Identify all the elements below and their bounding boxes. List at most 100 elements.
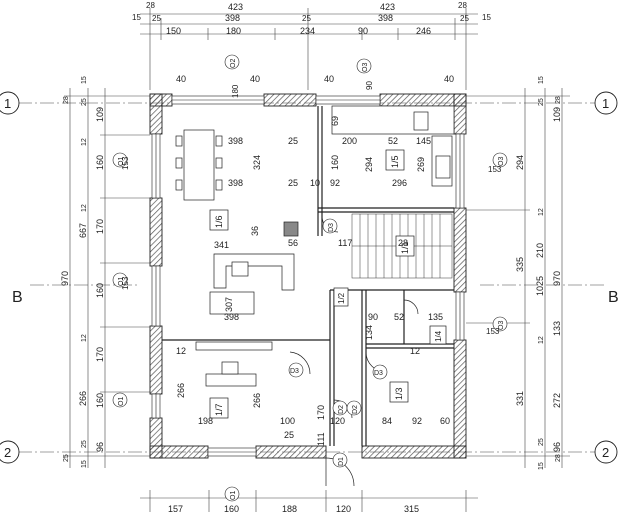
- window-tag: O1: [118, 397, 125, 406]
- inner-dim: 398: [228, 178, 243, 188]
- top-dim-edge-3: 15: [132, 13, 141, 22]
- inner-dim: 294: [364, 157, 374, 172]
- right-small-4: 12: [538, 208, 545, 216]
- inner-dim: 134: [364, 325, 374, 340]
- right-small-8: 15: [538, 462, 545, 470]
- right-small-3: 28: [555, 96, 562, 104]
- inner-dim: 25: [284, 430, 294, 440]
- left-outer-3: 170: [95, 219, 105, 234]
- right-col3-3: 133: [552, 321, 562, 336]
- axis-marker-bottom-right: 2: [594, 440, 618, 464]
- sink: [435, 155, 451, 179]
- top-dim-edge-1: 28: [146, 1, 155, 10]
- left-col2-2: 970: [60, 271, 70, 286]
- room-label-1-3: 1/3: [394, 387, 404, 400]
- wall-left-3: [149, 325, 163, 395]
- inner-dim: 266: [252, 393, 262, 408]
- top-dim-left-total: 423: [228, 2, 243, 12]
- inner-dim: 90: [368, 312, 378, 322]
- door-tag: D3: [328, 223, 335, 232]
- left-small-2: 15: [81, 76, 88, 84]
- inner-dim: 398: [228, 136, 243, 146]
- wall-right-3: [453, 339, 467, 459]
- room-label-1-4: 1/4: [434, 330, 443, 342]
- inner-dim: 111: [316, 432, 326, 446]
- top-dim-row3-4: 90: [358, 26, 368, 36]
- left-col2-3: 266: [78, 391, 88, 406]
- dining-table: [175, 129, 223, 201]
- inner-dim: 40: [176, 74, 186, 84]
- room-label-1-6: 1/6: [214, 215, 224, 228]
- top-dim-row2-2: 398: [225, 13, 240, 23]
- top-dim-row3-2: 180: [226, 26, 241, 36]
- inner-dim: 52: [394, 312, 404, 322]
- window-tag: O3: [498, 157, 505, 166]
- window-tag: O3: [498, 321, 505, 330]
- inner-dim: 266: [176, 383, 186, 398]
- right-small-1: 15: [538, 76, 545, 84]
- right-dimension-chains: [466, 88, 570, 468]
- left-small-7: 25: [81, 440, 88, 448]
- wall-right-1: [453, 93, 467, 135]
- right-col1-1: 294: [515, 155, 525, 170]
- left-outer-6: 160: [95, 393, 105, 408]
- left-outer-2: 160: [95, 155, 105, 170]
- inner-dim: 56: [288, 238, 298, 248]
- left-col2-1: 667: [78, 223, 88, 238]
- inner-dim: 398: [224, 312, 239, 322]
- left-outer-5: 170: [95, 347, 105, 362]
- top-dim-row2-4: 398: [378, 13, 393, 23]
- room-label-1-5: 1/5: [390, 155, 400, 168]
- inner-dim: 135: [428, 312, 443, 322]
- bottom-dim-4: 120: [336, 504, 351, 514]
- wall-bottom-right: [361, 445, 467, 459]
- wall-left-2: [149, 197, 163, 267]
- inner-dim: 198: [198, 416, 213, 426]
- door-tag: D2: [352, 405, 359, 414]
- left-small-8: 25: [63, 454, 70, 462]
- right-col3-1: 109: [552, 107, 562, 122]
- inner-dim: 180: [231, 84, 240, 98]
- wall-top-right: [379, 93, 467, 107]
- right-col2-2: 970: [552, 271, 562, 286]
- interior-walls: [162, 106, 454, 446]
- top-dim-edge-4: 15: [482, 13, 491, 22]
- bottom-dim-3: 188: [282, 504, 297, 514]
- inner-dim: 40: [324, 74, 334, 84]
- bottom-dim-1: 157: [168, 504, 183, 514]
- room-label-1-1: 1/1: [400, 241, 410, 254]
- top-dimension-chains: [140, 8, 478, 90]
- top-dim-row2-3: 25: [302, 14, 311, 23]
- inner-dim: 160: [330, 155, 340, 170]
- inner-dim: 84: [382, 416, 392, 426]
- inner-dim: 10: [310, 178, 320, 188]
- sofa: [213, 253, 295, 291]
- left-outer-4: 160: [95, 283, 105, 298]
- inner-dim: 153: [486, 327, 500, 336]
- axis-marker-top-right: 1: [594, 91, 618, 115]
- top-dim-edge-2: 28: [458, 1, 467, 10]
- right-col1-3: 331: [515, 391, 525, 406]
- axis-marker-top-left: 1: [0, 91, 20, 115]
- inner-dim: 153: [488, 165, 502, 174]
- door-tag: D3: [374, 370, 383, 377]
- right-small-2: 25: [538, 98, 545, 106]
- inner-dim: 92: [330, 178, 340, 188]
- right-col3-4: 272: [552, 393, 562, 408]
- inner-dim: 69: [330, 116, 340, 126]
- office-desk: [205, 361, 257, 387]
- doors: [289, 215, 419, 487]
- door-tag: D2: [338, 405, 345, 414]
- inner-dim: 324: [252, 155, 262, 170]
- inner-dim: 90: [365, 81, 374, 90]
- top-dim-row3-5: 246: [416, 26, 431, 36]
- opening-tags: D3 D3 D3 D2 D2 D1 O1 O1 O1 O1 O2 O3 O3 O…: [112, 54, 508, 502]
- left-small-6: 12: [81, 334, 88, 342]
- wall-top-mid: [263, 93, 317, 107]
- axis-label: 1: [602, 96, 609, 111]
- inner-dim: 100: [280, 416, 295, 426]
- top-dim-row2-5: 25: [460, 14, 469, 23]
- left-small-3: 25: [81, 98, 88, 106]
- inner-dim: 117: [338, 238, 352, 248]
- bottom-dimension-chain: [140, 490, 478, 512]
